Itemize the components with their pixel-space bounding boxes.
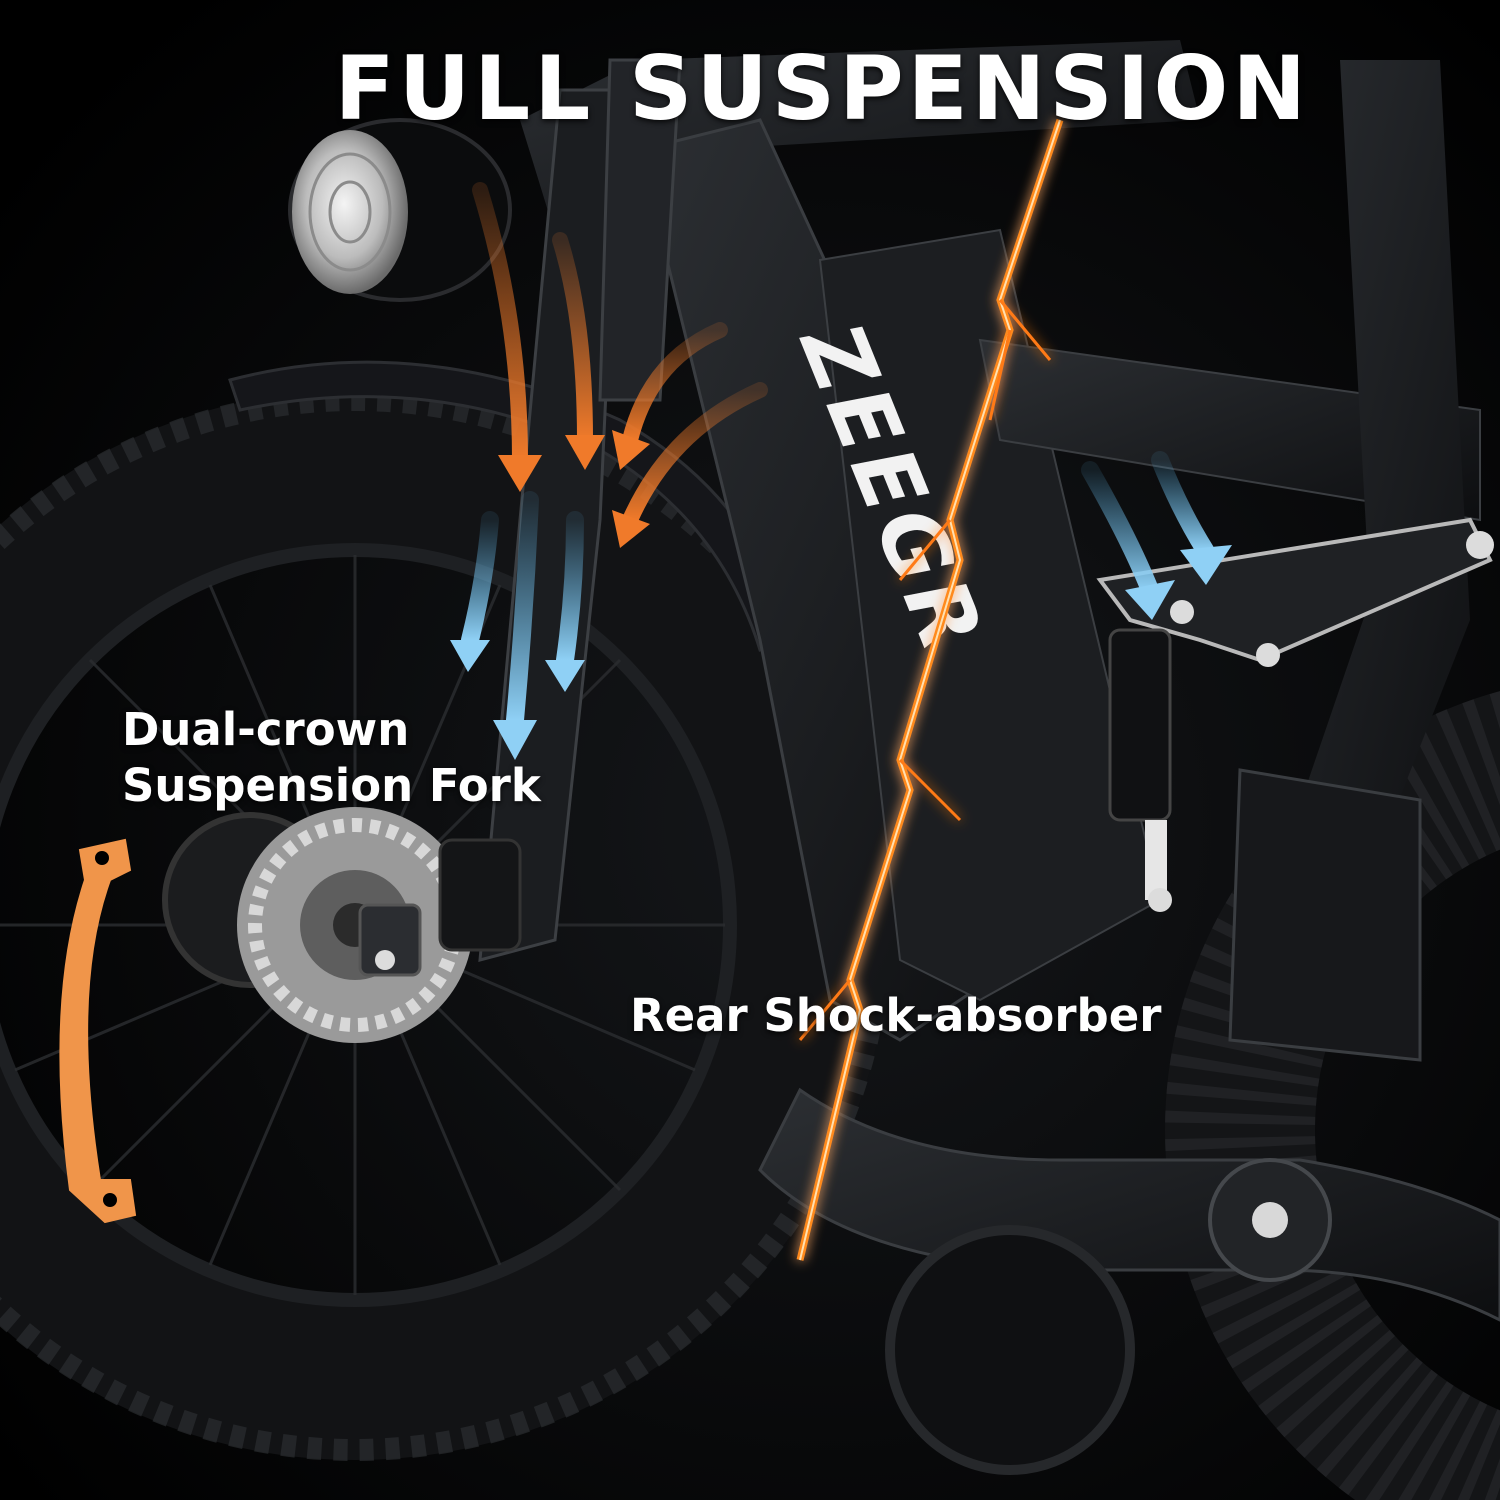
fork-callout-line2: Suspension Fork [122, 759, 541, 812]
chainring [885, 1225, 1135, 1475]
rear-shock-callout: Rear Shock-absorber [630, 989, 1162, 1042]
frame [520, 40, 1500, 1475]
suspension-linkage-icon [59, 838, 137, 1224]
rear-wheel [1165, 691, 1500, 1500]
fork-callout: Dual-crown Suspension Fork [122, 702, 541, 814]
headline: FULL SUSPENSION [334, 37, 1310, 140]
rear-shock [1096, 517, 1494, 912]
fork-callout-line1: Dual-crown [122, 703, 410, 756]
lightning-divider-icon [796, 118, 1064, 1261]
down-arrow-blue-icon [461, 451, 1214, 729]
controller-box [1228, 768, 1422, 1062]
headlight [288, 118, 512, 302]
down-arrow-orange-icon [472, 182, 768, 528]
